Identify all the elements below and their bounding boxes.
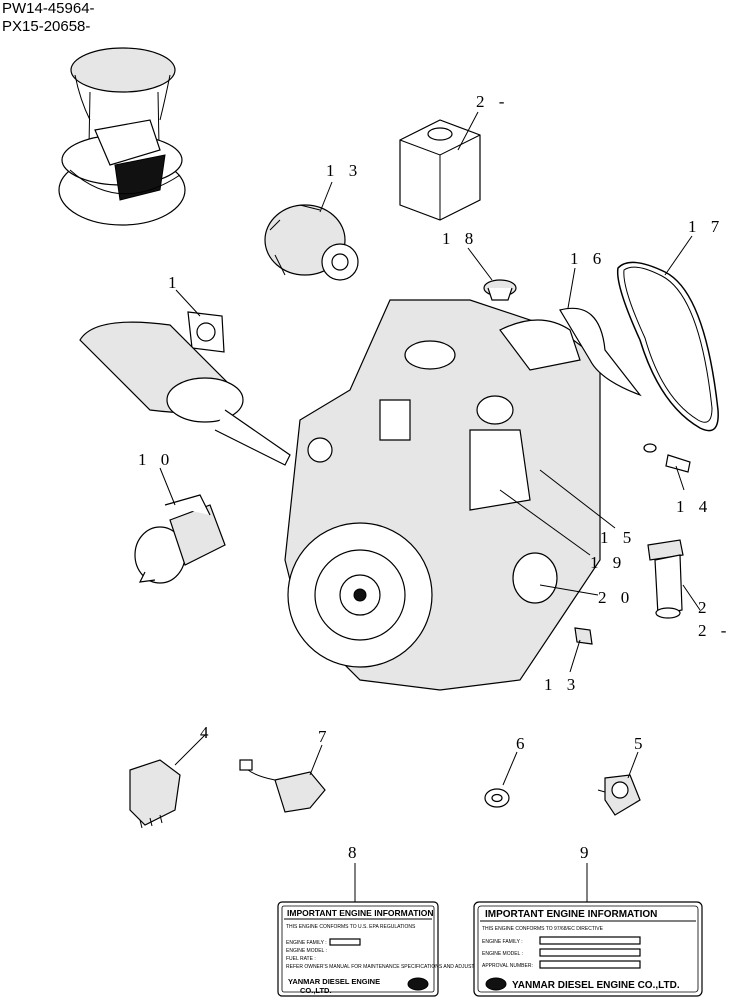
solenoid[interactable]	[597, 774, 641, 816]
callout-10: 1 0	[138, 450, 174, 469]
relay[interactable]	[129, 759, 181, 829]
plate8-line-1: THIS ENGINE CONFORMS TO U.S. EPA REGULAT…	[286, 924, 416, 930]
engine-assembly[interactable]	[284, 299, 601, 691]
serial-range-2: PX15-20658-	[2, 18, 91, 35]
callout-17: 1 7	[688, 217, 724, 236]
plate8-line-5: REFER OWNER'S MANUAL FOR MAINTENANCE SPE…	[286, 964, 493, 970]
callout-18: 1 8	[442, 229, 478, 248]
plate9-maker: YANMAR DIESEL ENGINE CO.,LTD.	[512, 980, 680, 991]
callout-15: 1 5	[600, 528, 636, 547]
water-temp-sensor[interactable]	[643, 443, 691, 473]
plate9-title: IMPORTANT ENGINE INFORMATION	[485, 909, 657, 920]
controller-unit[interactable]	[239, 759, 326, 813]
plate8-title: IMPORTANT ENGINE INFORMATION	[287, 908, 434, 918]
oil-pressure-switch[interactable]	[574, 627, 593, 645]
radiator-cap[interactable]	[483, 279, 517, 301]
plate8-maker: YANMAR DIESEL ENGINE	[288, 977, 380, 986]
yanmar-logo-icon	[485, 977, 507, 991]
muffler[interactable]	[79, 321, 291, 466]
callout-1: 1	[168, 273, 182, 292]
muffler-gasket[interactable]	[187, 311, 225, 353]
callout-9: 9	[580, 843, 594, 862]
callout-12: 1 3	[326, 161, 362, 180]
washer[interactable]	[484, 788, 510, 808]
coolant-reservoir[interactable]	[399, 119, 481, 221]
plate8-line-4: FUEL RATE :	[286, 956, 316, 962]
plate8-line-2: ENGINE FAMILY :	[286, 940, 327, 946]
callout-16: 1 6	[570, 249, 606, 268]
callout-8: 8	[348, 843, 362, 862]
plate9-line-3: ENGINE MODEL :	[482, 951, 523, 957]
leader-lines	[159, 111, 701, 902]
machine-locator-icon	[58, 47, 186, 226]
plate9-line-4: APPROVAL NUMBER:	[482, 963, 533, 969]
callout-4: 4	[200, 723, 214, 742]
plate8-line-3: ENGINE MODEL :	[286, 948, 327, 954]
serial-range-1: PW14-45964-	[2, 0, 95, 17]
cooling-fan[interactable]	[559, 307, 642, 397]
callout-5: 5	[634, 734, 648, 753]
engine-info-plate-9[interactable]: IMPORTANT ENGINE INFORMATION THIS ENGINE…	[473, 901, 703, 997]
callout-20: 2 0	[598, 588, 634, 607]
plate8-maker2: CO.,LTD.	[300, 986, 332, 995]
plate9-line-2: ENGINE FAMILY :	[482, 939, 523, 945]
callout-3: 2 -	[476, 92, 509, 111]
starter-motor[interactable]	[134, 494, 226, 584]
engine-info-plate-8[interactable]: IMPORTANT ENGINE INFORMATION THIS ENGINE…	[277, 901, 493, 997]
callout-6: 6	[516, 734, 530, 753]
yanmar-logo-icon	[407, 977, 429, 991]
fan-belt[interactable]	[616, 261, 719, 432]
callout-14: 1 4	[676, 497, 712, 516]
callout-13: 1 3	[544, 675, 580, 694]
alternator[interactable]	[264, 204, 359, 281]
fuel-filter[interactable]	[647, 539, 684, 619]
callout-2: 2	[698, 598, 712, 617]
callout-7: 7	[318, 727, 332, 746]
plate9-line-1: THIS ENGINE CONFORMS TO 97/68/EC DIRECTI…	[482, 926, 604, 932]
callout-19: 1 9	[590, 553, 626, 572]
callout-2-dash: 2 -	[698, 621, 731, 640]
